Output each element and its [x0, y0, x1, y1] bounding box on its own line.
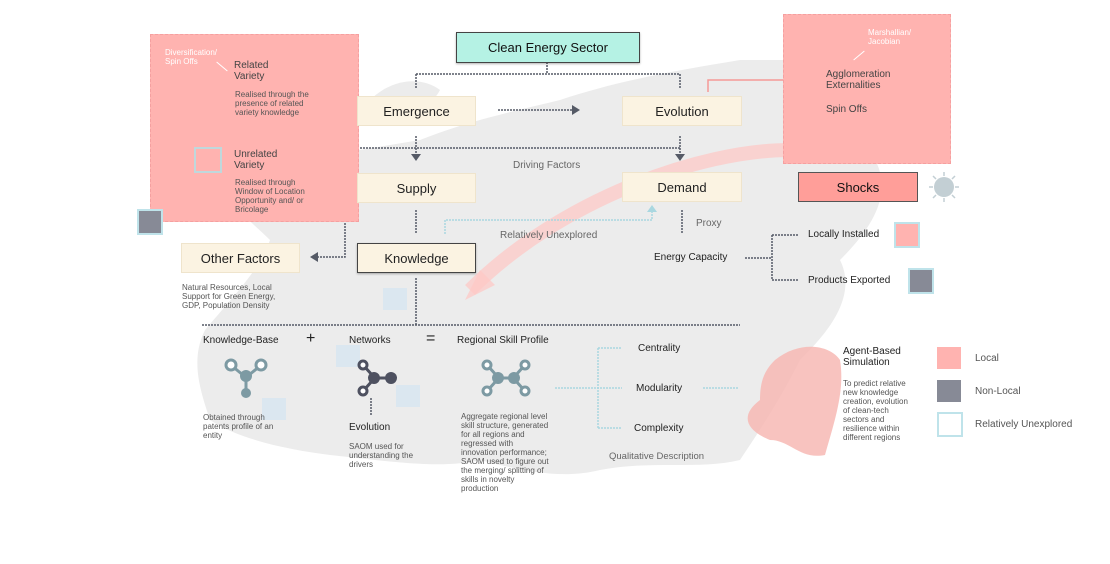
- locally-installed-label: Locally Installed: [808, 229, 880, 240]
- connector-qualitative-bracket: [555, 347, 738, 429]
- legend-swatch-unexplored: [937, 412, 963, 437]
- connector-unexplored: [444, 210, 653, 234]
- evolution-subtitle: Evolution: [349, 422, 391, 433]
- energy-capacity-label: Energy Capacity: [654, 252, 728, 263]
- arrowhead-other-factors: [310, 252, 318, 262]
- spin-offs-label: Spin Offs: [826, 104, 867, 115]
- non-local-marker-square: [137, 209, 163, 235]
- diversification-label: Diversification/Spin Offs: [165, 48, 218, 66]
- regional-skill-network-icon: [481, 359, 531, 397]
- networks-network-icon: [357, 359, 397, 397]
- shocks-node[interactable]: Shocks: [798, 172, 918, 202]
- arrowhead-demand: [675, 154, 685, 161]
- evolution-node[interactable]: Evolution: [622, 96, 742, 126]
- knowledge-base-title: Knowledge-Base: [203, 335, 279, 346]
- qualitative-description-label: Qualitative Description: [609, 451, 705, 462]
- clean-energy-sector-node[interactable]: Clean Energy Sector: [456, 32, 640, 63]
- left-local-region: [150, 34, 359, 222]
- unexplored-marker-square: [383, 288, 407, 310]
- legend-label-unexplored: Relatively Unexplored: [975, 419, 1073, 430]
- knowledge-node[interactable]: Knowledge: [357, 243, 476, 273]
- connector-energy-capacity: [745, 234, 798, 281]
- connector-header-branch: [415, 62, 681, 88]
- virus-shock-icon: [929, 172, 959, 202]
- supply-node[interactable]: Supply: [357, 173, 476, 203]
- centrality-label: Centrality: [638, 343, 681, 354]
- non-local-marker-square: [908, 268, 934, 294]
- unexplored-marker-square: [194, 147, 222, 173]
- proxy-label: Proxy: [696, 218, 722, 229]
- legend-label-non-local: Non-Local: [975, 386, 1021, 397]
- unexplored-marker-square: [396, 385, 420, 407]
- legend-label-local: Local: [975, 353, 999, 364]
- networks-title: Networks: [349, 335, 391, 346]
- right-local-region: [783, 14, 951, 164]
- equals-sign: =: [426, 330, 436, 347]
- unexplored-marker-square: [262, 398, 286, 420]
- marshallian-label: Marshallian/Jacobian: [868, 28, 912, 46]
- complexity-label: Complexity: [634, 423, 684, 434]
- regional-skill-profile-title: Regional Skill Profile: [457, 335, 549, 346]
- demand-node[interactable]: Demand: [622, 172, 742, 202]
- arrowhead-supply: [411, 154, 421, 161]
- arrowhead-evolution: [572, 105, 580, 115]
- modularity-label: Modularity: [636, 383, 683, 394]
- emergence-node[interactable]: Emergence: [357, 96, 476, 126]
- local-marker-square: [894, 222, 920, 248]
- knowledge-base-network-icon: [224, 358, 268, 398]
- products-exported-label: Products Exported: [808, 275, 891, 286]
- other-factors-node[interactable]: Other Factors: [181, 243, 300, 273]
- legend-swatch-non-local: [937, 380, 961, 402]
- driving-factors-label: Driving Factors: [513, 160, 581, 171]
- arrowhead-unexplored: [647, 205, 657, 212]
- legend-swatch-local: [937, 347, 961, 369]
- plus-sign: +: [306, 330, 316, 347]
- shock-arrowhead: [465, 270, 495, 300]
- netherlands-region-map: [747, 346, 842, 456]
- relatively-unexplored-label: Relatively Unexplored: [500, 230, 598, 241]
- unexplored-marker-square: [336, 345, 360, 367]
